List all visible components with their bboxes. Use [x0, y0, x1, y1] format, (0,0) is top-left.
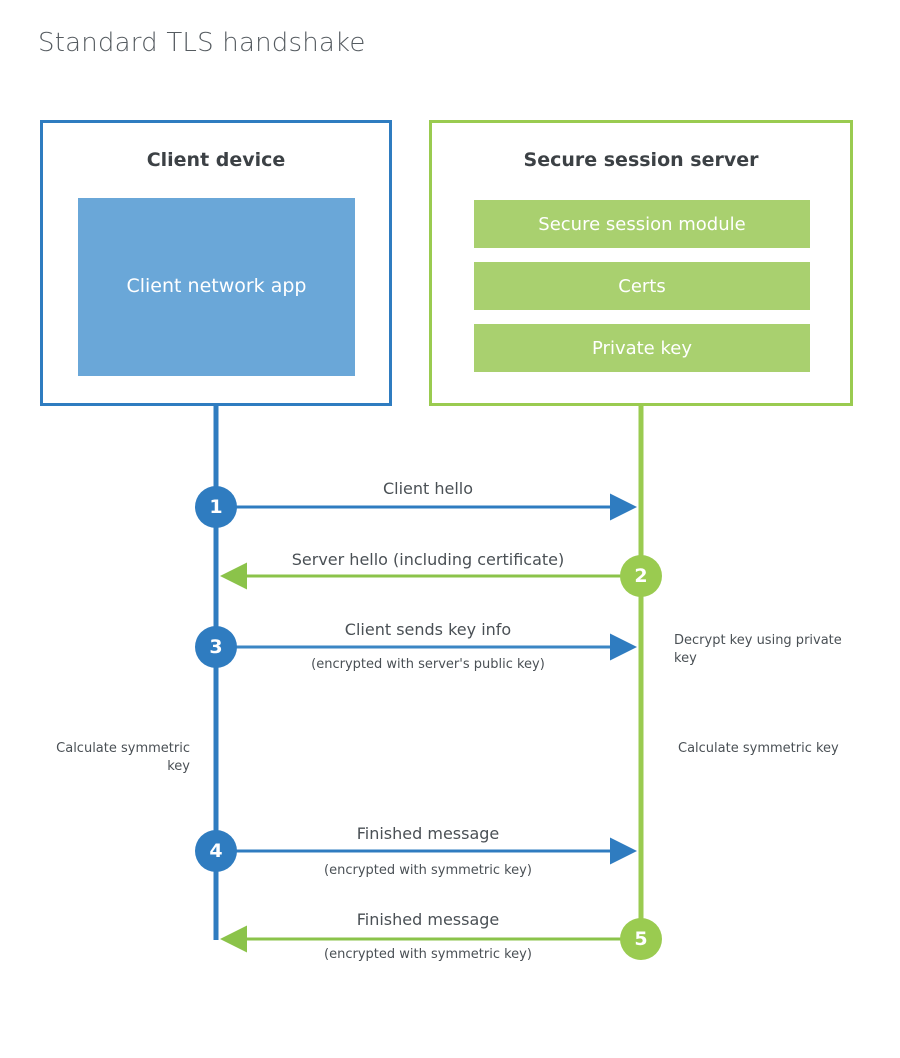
message-sublabel-5: (encrypted with symmetric key) — [324, 947, 532, 962]
module-private-key: Private key — [474, 324, 810, 372]
client-network-app: Client network app — [78, 198, 355, 376]
step-marker-4: 4 — [195, 830, 237, 872]
page-title: Standard TLS handshake — [38, 28, 366, 58]
message-label-4: Finished message — [356, 824, 500, 843]
message-label-3: Client sends key info — [344, 620, 512, 639]
message-label-5: Finished message — [356, 910, 500, 929]
note-client-calculate-symmetric-key: Calculate symmetric key — [56, 741, 190, 774]
message-label-1: Client hello — [382, 479, 474, 498]
message-label-2: Server hello (including certificate) — [291, 550, 565, 569]
step-marker-5: 5 — [620, 918, 662, 960]
server-modules-list: Secure session module Certs Private key — [474, 200, 810, 372]
server-title: Secure session server — [523, 149, 759, 171]
step-marker-3: 3 — [195, 626, 237, 668]
module-secure-session-module: Secure session module — [474, 200, 810, 248]
step-marker-1: 1 — [195, 486, 237, 528]
note-server-calculate-symmetric-key: Calculate symmetric key — [678, 741, 839, 756]
client-device-title: Client device — [146, 149, 286, 171]
step-marker-2: 2 — [620, 555, 662, 597]
message-sublabel-3: (encrypted with server's public key) — [311, 657, 545, 672]
module-certs: Certs — [474, 262, 810, 310]
message-sublabel-4: (encrypted with symmetric key) — [324, 863, 532, 878]
note-decrypt-key: Decrypt key using private key — [674, 633, 842, 666]
